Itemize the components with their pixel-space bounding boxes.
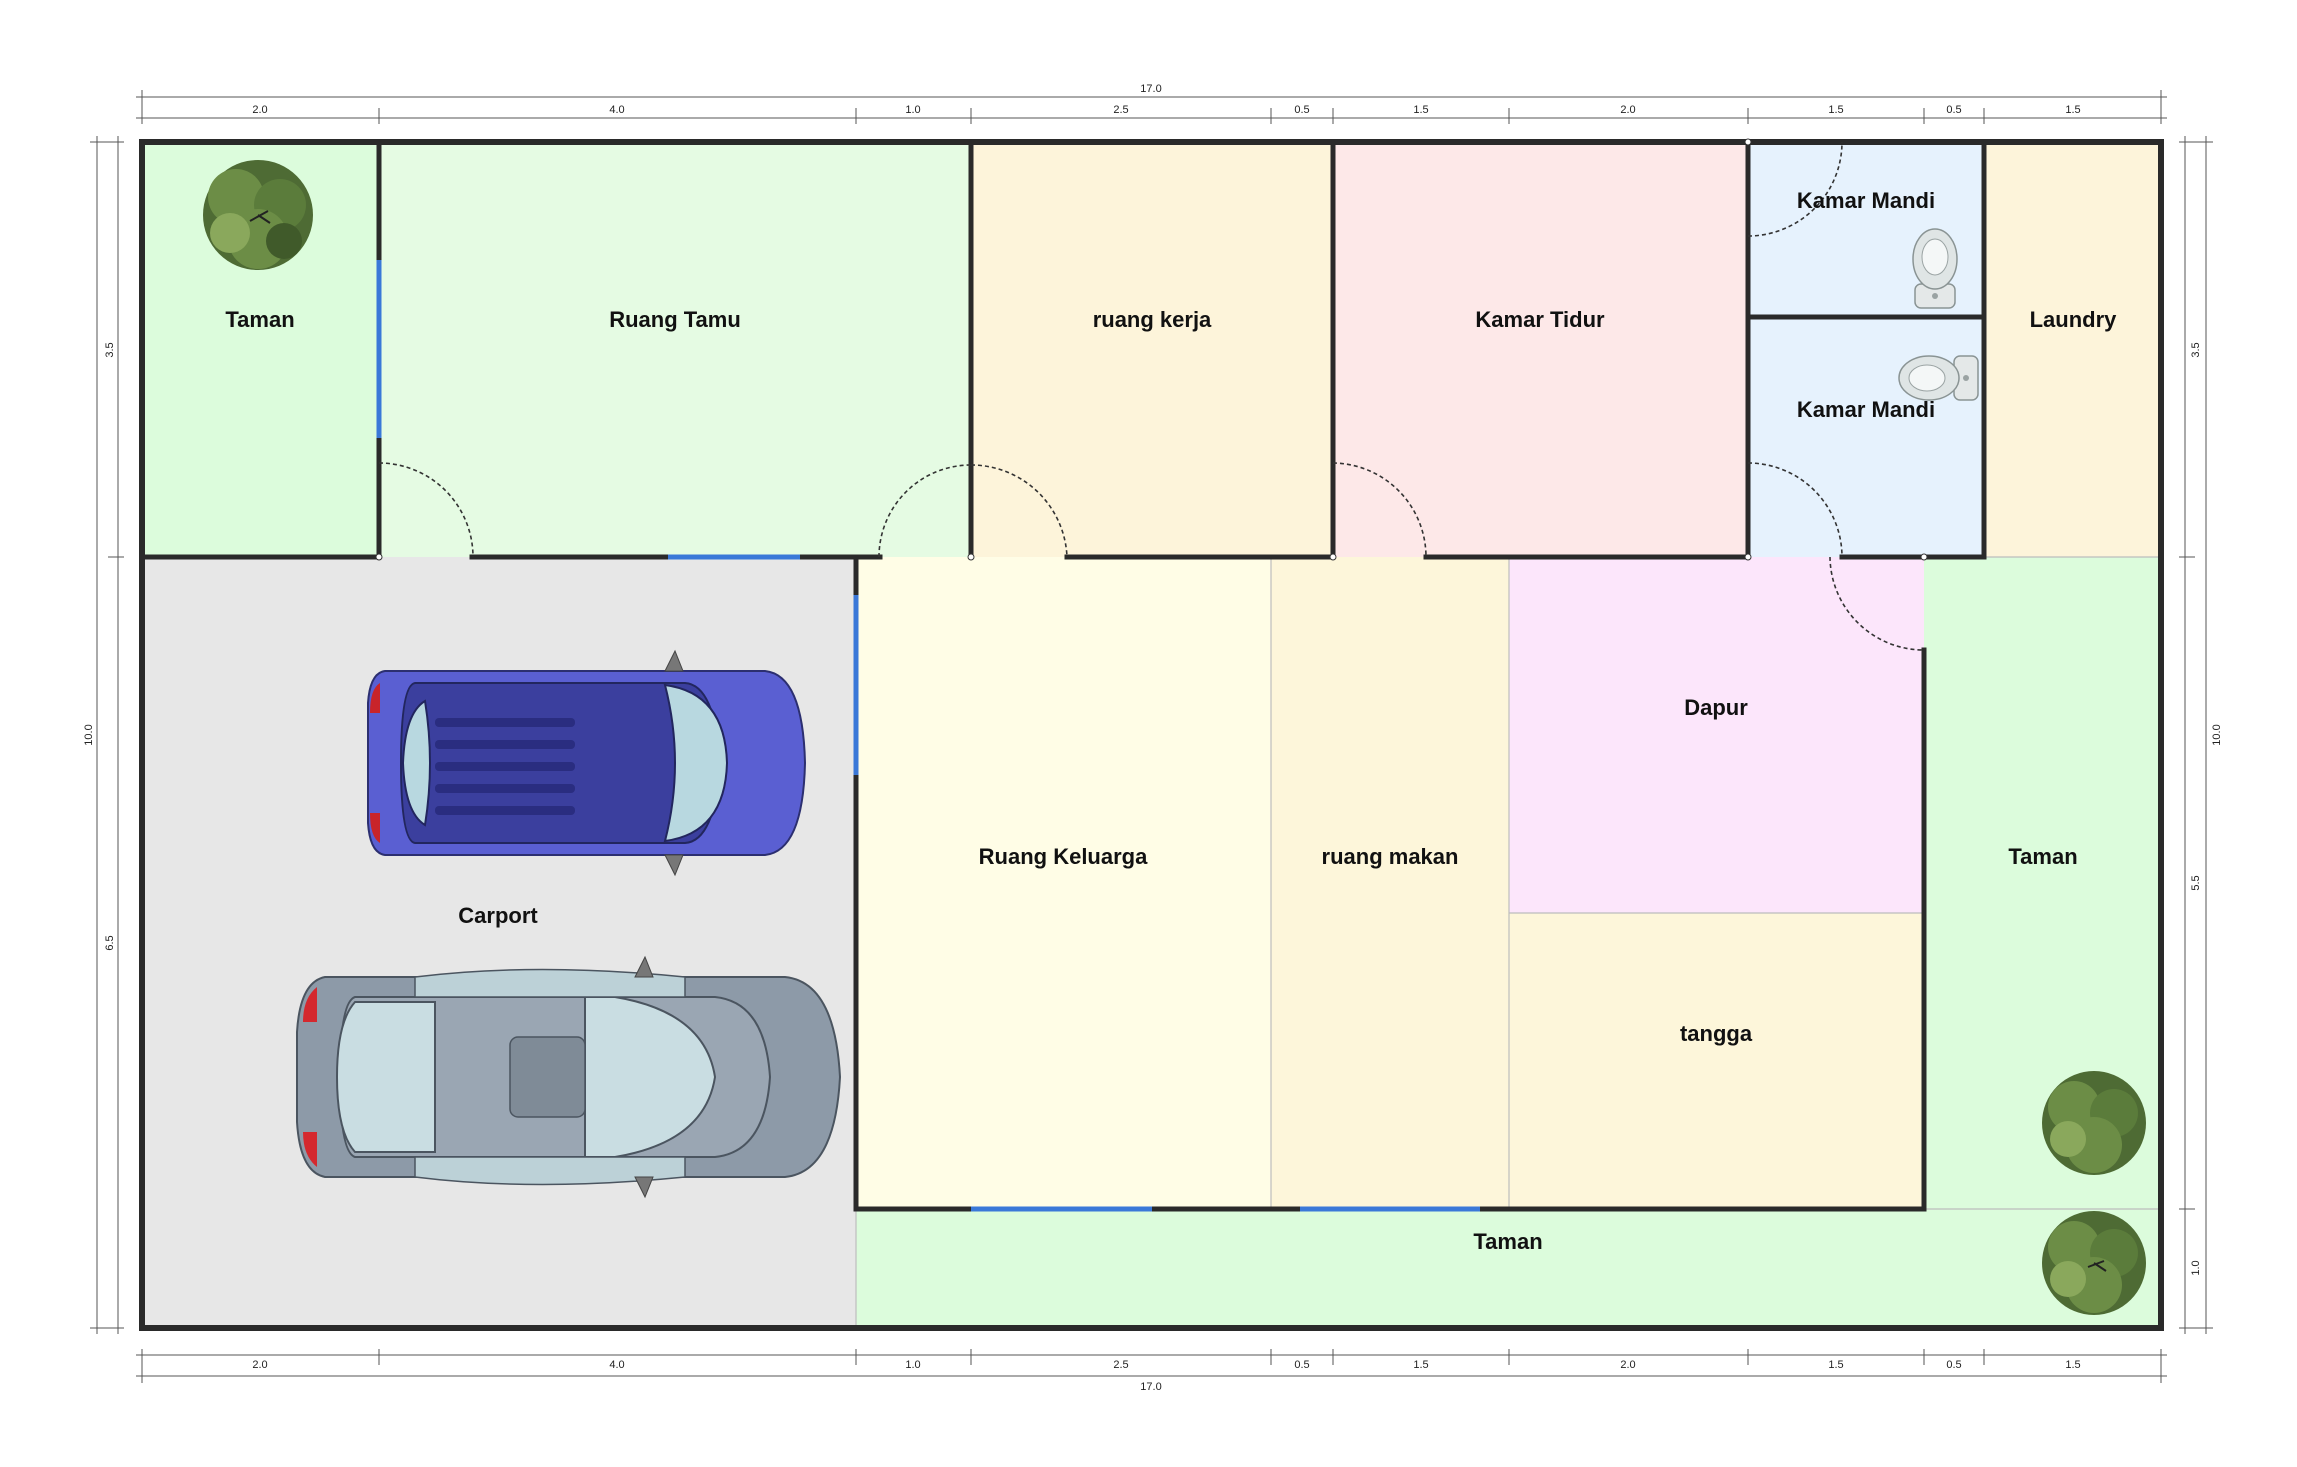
door[interactable] — [1829, 556, 1925, 651]
label-dapur: Dapur — [1684, 695, 1748, 720]
room-ruang-tamu[interactable] — [379, 142, 971, 557]
dim-top: 1.5 — [2065, 104, 2080, 116]
dim-left-total: 10.0 — [83, 724, 95, 745]
room-tangga[interactable] — [1509, 913, 1924, 1209]
dim-top: 1.5 — [1828, 104, 1843, 116]
tree-icon — [203, 160, 313, 270]
room-kamar-tidur[interactable] — [1333, 142, 1748, 557]
label-kamar-mandi-1: Kamar Mandi — [1797, 188, 1935, 213]
dim-top: 0.5 — [1946, 104, 1961, 116]
door[interactable] — [970, 464, 1068, 558]
dim-bottom: 0.5 — [1294, 1359, 1309, 1371]
room-ruang-makan[interactable] — [1271, 557, 1509, 1209]
dim-right: 5.5 — [2190, 875, 2202, 890]
dim-top: 1.5 — [1413, 104, 1428, 116]
label-taman-e: Taman — [2008, 844, 2077, 869]
dim-bottom-total: 17.0 — [1140, 1381, 1161, 1393]
dim-bottom: 1.5 — [1828, 1359, 1843, 1371]
dim-bottom: 0.5 — [1946, 1359, 1961, 1371]
label-ruang-kerja: ruang kerja — [1093, 307, 1212, 332]
dim-bottom: 2.5 — [1113, 1359, 1128, 1371]
tree-icon — [2042, 1211, 2146, 1315]
car-icon — [296, 955, 842, 1199]
dim-left: 3.5 — [104, 342, 116, 357]
dimension-labels: 17.0 2.0 4.0 1.0 2.5 0.5 1.5 2.0 1.5 0.5… — [83, 83, 2223, 1393]
label-taman-nw: Taman — [225, 307, 294, 332]
door[interactable] — [378, 462, 474, 558]
thin-partitions — [855, 556, 2161, 1328]
room-taman-s[interactable] — [856, 1209, 2161, 1328]
dim-top: 4.0 — [609, 104, 624, 116]
label-ruang-tamu: Ruang Tamu — [609, 307, 741, 332]
room-labels: Taman Ruang Tamu ruang kerja Kamar Tidur… — [225, 188, 2117, 1254]
label-kamar-mandi-2: Kamar Mandi — [1797, 397, 1935, 422]
dim-left: 6.5 — [104, 935, 116, 950]
room-laundry[interactable] — [1984, 142, 2161, 557]
dim-bottom: 1.5 — [1413, 1359, 1428, 1371]
room-ruang-keluarga[interactable] — [856, 557, 1271, 1209]
room-dapur[interactable] — [1509, 557, 1924, 913]
label-carport: Carport — [458, 903, 538, 928]
dim-right-total: 10.0 — [2211, 724, 2223, 745]
dim-right: 1.0 — [2190, 1260, 2202, 1275]
car-icon — [367, 649, 807, 877]
dim-top: 2.0 — [252, 104, 267, 116]
dim-bottom: 2.0 — [1620, 1359, 1635, 1371]
tree-icon — [2042, 1071, 2146, 1175]
windows — [376, 260, 1480, 1212]
dim-right: 3.5 — [2190, 342, 2202, 357]
room-kamar-mandi-2[interactable] — [1748, 317, 1984, 557]
dim-bottom: 2.0 — [252, 1359, 267, 1371]
dim-bottom: 4.0 — [609, 1359, 624, 1371]
door[interactable] — [1747, 462, 1843, 558]
doors — [375, 138, 1928, 651]
dim-top: 0.5 — [1294, 104, 1309, 116]
dim-top: 2.5 — [1113, 104, 1128, 116]
label-ruang-makan: ruang makan — [1322, 844, 1459, 869]
toilet-icon — [1898, 355, 1979, 401]
dimension-lines — [90, 90, 2213, 1383]
room-ruang-kerja[interactable] — [971, 142, 1333, 557]
door[interactable] — [1747, 141, 1843, 237]
label-taman-s: Taman — [1473, 1229, 1542, 1254]
dim-top: 1.0 — [905, 104, 920, 116]
label-tangga: tangga — [1680, 1021, 1753, 1046]
door[interactable] — [1332, 462, 1427, 558]
label-laundry: Laundry — [2030, 307, 2118, 332]
label-kamar-tidur: Kamar Tidur — [1475, 307, 1605, 332]
dim-bottom: 1.0 — [905, 1359, 920, 1371]
label-ruang-keluarga: Ruang Keluarga — [979, 844, 1148, 869]
door[interactable] — [878, 464, 972, 558]
dim-bottom: 1.5 — [2065, 1359, 2080, 1371]
dim-top: 2.0 — [1620, 104, 1635, 116]
toilet-icon — [1912, 228, 1958, 309]
dim-top-total: 17.0 — [1140, 83, 1161, 95]
